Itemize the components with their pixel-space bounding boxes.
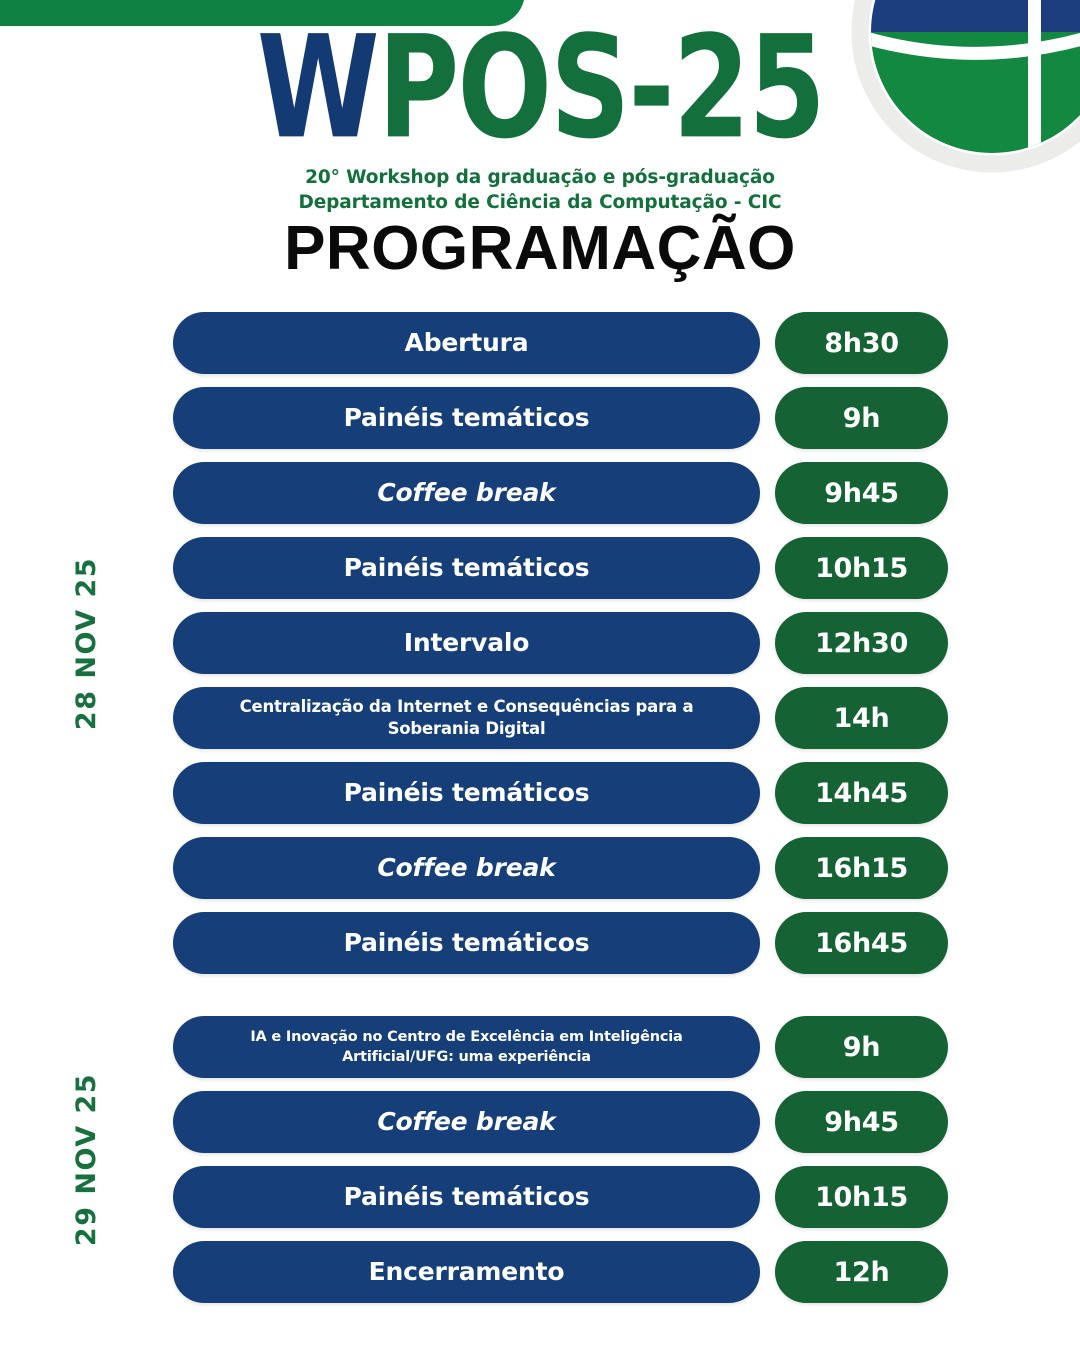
page-title: PROGRAMAÇÃO [284,214,796,283]
session-time-pill[interactable]: 14h45 [775,762,948,824]
session-time-pill[interactable]: 12h30 [775,612,948,674]
session-time-pill[interactable]: 16h15 [775,837,948,899]
schedule-row: IA e Inovação no Centro de Excelência em… [173,1016,948,1078]
session-time-pill[interactable]: 9h [775,387,948,449]
session-time-pill[interactable]: 9h45 [775,462,948,524]
session-title-pill[interactable]: Centralização da Internet e Consequência… [173,687,760,749]
day-date-text: 28 NOV 25 [71,556,103,730]
schedule-row: Centralização da Internet e Consequência… [173,687,948,749]
session-time-pill[interactable]: 8h30 [775,312,948,374]
session-title-pill[interactable]: IA e Inovação no Centro de Excelência em… [173,1016,760,1078]
session-title-pill[interactable]: Coffee break [173,1091,760,1153]
session-time-pill[interactable]: 9h [775,1016,948,1078]
event-subtitle: 20° Workshop da graduação e pós-graduaçã… [0,166,1080,215]
session-title-pill[interactable]: Painéis temáticos [173,387,760,449]
wordmark-rest: POS-25 [377,5,825,171]
session-time-pill[interactable]: 9h45 [775,1091,948,1153]
session-title-pill[interactable]: Painéis temáticos [173,1166,760,1228]
day-block: 29 NOV 25 IA e Inovação no Centro de Exce… [0,1016,1080,1303]
session-time-pill[interactable]: 12h [775,1241,948,1303]
subtitle-line-1: 20° Workshop da graduação e pós-graduaçã… [305,167,775,188]
session-time-pill[interactable]: 14h [775,687,948,749]
session-title-pill[interactable]: Encerramento [173,1241,760,1303]
decorative-top-bar [0,0,525,26]
ufg-emblem-icon [842,0,1080,182]
session-time-pill[interactable]: 16h45 [775,912,948,974]
session-time-pill[interactable]: 10h15 [775,1166,948,1228]
session-title-pill[interactable]: Painéis temáticos [173,537,760,599]
subtitle-line-2: Departamento de Ciência da Computação - … [298,191,782,213]
session-title-pill[interactable]: Intervalo [173,612,760,674]
day-date-label: 29 NOV 25 [0,1016,173,1303]
session-title-pill[interactable]: Abertura [173,312,760,374]
day-date-label: 28 NOV 25 [0,312,173,974]
session-title-pill[interactable]: Painéis temáticos [173,762,760,824]
wordmark: WPOS-25 [256,17,825,160]
event-logo: WPOS-25 20° Workshop da graduação e pós-… [0,17,1080,215]
session-title-pill[interactable]: Coffee break [173,462,760,524]
session-title-pill[interactable]: Coffee break [173,837,760,899]
session-time-pill[interactable]: 10h15 [775,537,948,599]
session-title-pill[interactable]: Painéis temáticos [173,912,760,974]
wordmark-w: W [256,5,379,171]
day-date-text: 29 NOV 25 [71,1072,103,1247]
